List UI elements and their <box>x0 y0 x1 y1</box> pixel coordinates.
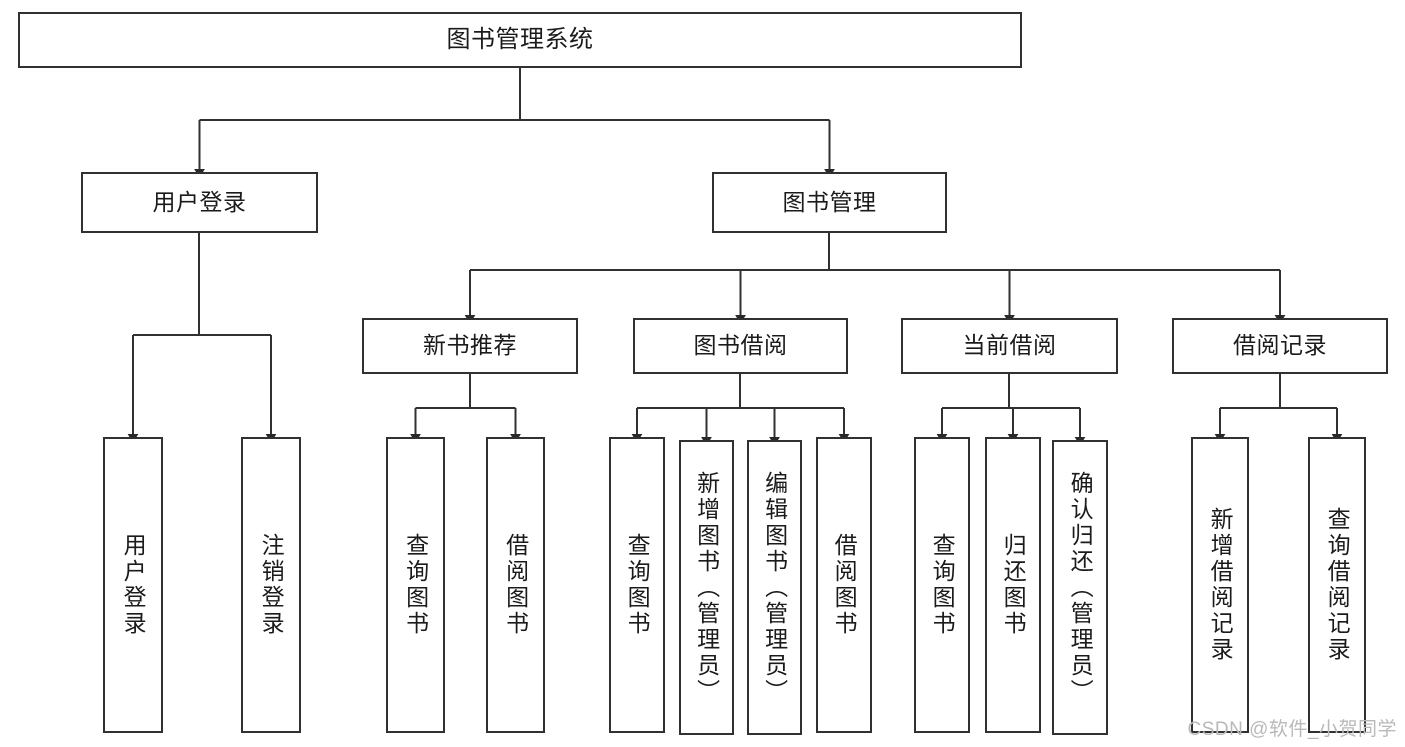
node-leaf-bb-edit[interactable]: 编辑图书（管理员） <box>747 440 802 735</box>
node-leaf-cb-query[interactable]: 查询图书 <box>914 437 970 733</box>
node-label: 图书管理 <box>782 188 877 215</box>
node-leaf-rec-query[interactable]: 查询图书 <box>386 437 445 733</box>
node-label: 查询图书 <box>624 533 651 637</box>
node-label: 确认归还（管理员） <box>1067 470 1094 705</box>
connector-lines <box>127 68 1343 446</box>
node-label: 图书借阅 <box>693 332 788 359</box>
node-label: 查询图书 <box>929 533 956 637</box>
watermark-text: CSDN @软件_小贺同学 <box>1187 719 1397 740</box>
node-leaf-br-query[interactable]: 查询借阅记录 <box>1308 437 1366 733</box>
node-label: 图书管理系统 <box>446 25 594 53</box>
node-leaf-logout[interactable]: 注销登录 <box>241 437 301 733</box>
node-user-login[interactable]: 用户登录 <box>81 172 318 233</box>
node-leaf-br-add[interactable]: 新增借阅记录 <box>1191 437 1249 733</box>
node-root[interactable]: 图书管理系统 <box>18 12 1022 68</box>
node-book-borrow[interactable]: 图书借阅 <box>633 318 848 374</box>
node-label: 当前借阅 <box>962 332 1057 359</box>
node-label: 用户登录 <box>120 533 147 637</box>
node-book-manage[interactable]: 图书管理 <box>712 172 947 233</box>
node-label: 查询借阅记录 <box>1324 507 1351 663</box>
node-leaf-bb-add[interactable]: 新增图书（管理员） <box>679 440 734 735</box>
node-new-book-rec[interactable]: 新书推荐 <box>362 318 578 374</box>
node-leaf-rec-borrow[interactable]: 借阅图书 <box>486 437 545 733</box>
node-label: 用户登录 <box>152 188 247 215</box>
node-leaf-bb-query[interactable]: 查询图书 <box>609 437 665 733</box>
node-label: 查询图书 <box>402 533 429 637</box>
node-label: 借阅图书 <box>502 533 529 637</box>
node-current-borrow[interactable]: 当前借阅 <box>901 318 1118 374</box>
node-leaf-cb-return[interactable]: 归还图书 <box>985 437 1041 733</box>
node-label: 借阅记录 <box>1233 332 1327 359</box>
node-leaf-user-login[interactable]: 用户登录 <box>103 437 163 733</box>
node-label: 新增图书（管理员） <box>693 470 720 705</box>
node-label: 新增借阅记录 <box>1207 507 1234 663</box>
node-borrow-record[interactable]: 借阅记录 <box>1172 318 1388 374</box>
node-label: 注销登录 <box>258 533 285 637</box>
node-label: 借阅图书 <box>831 533 858 637</box>
node-leaf-cb-confirm[interactable]: 确认归还（管理员） <box>1052 440 1108 735</box>
node-label: 归还图书 <box>1000 533 1027 637</box>
node-label: 新书推荐 <box>423 332 517 359</box>
node-leaf-bb-borrow[interactable]: 借阅图书 <box>816 437 872 733</box>
node-label: 编辑图书（管理员） <box>761 470 788 705</box>
